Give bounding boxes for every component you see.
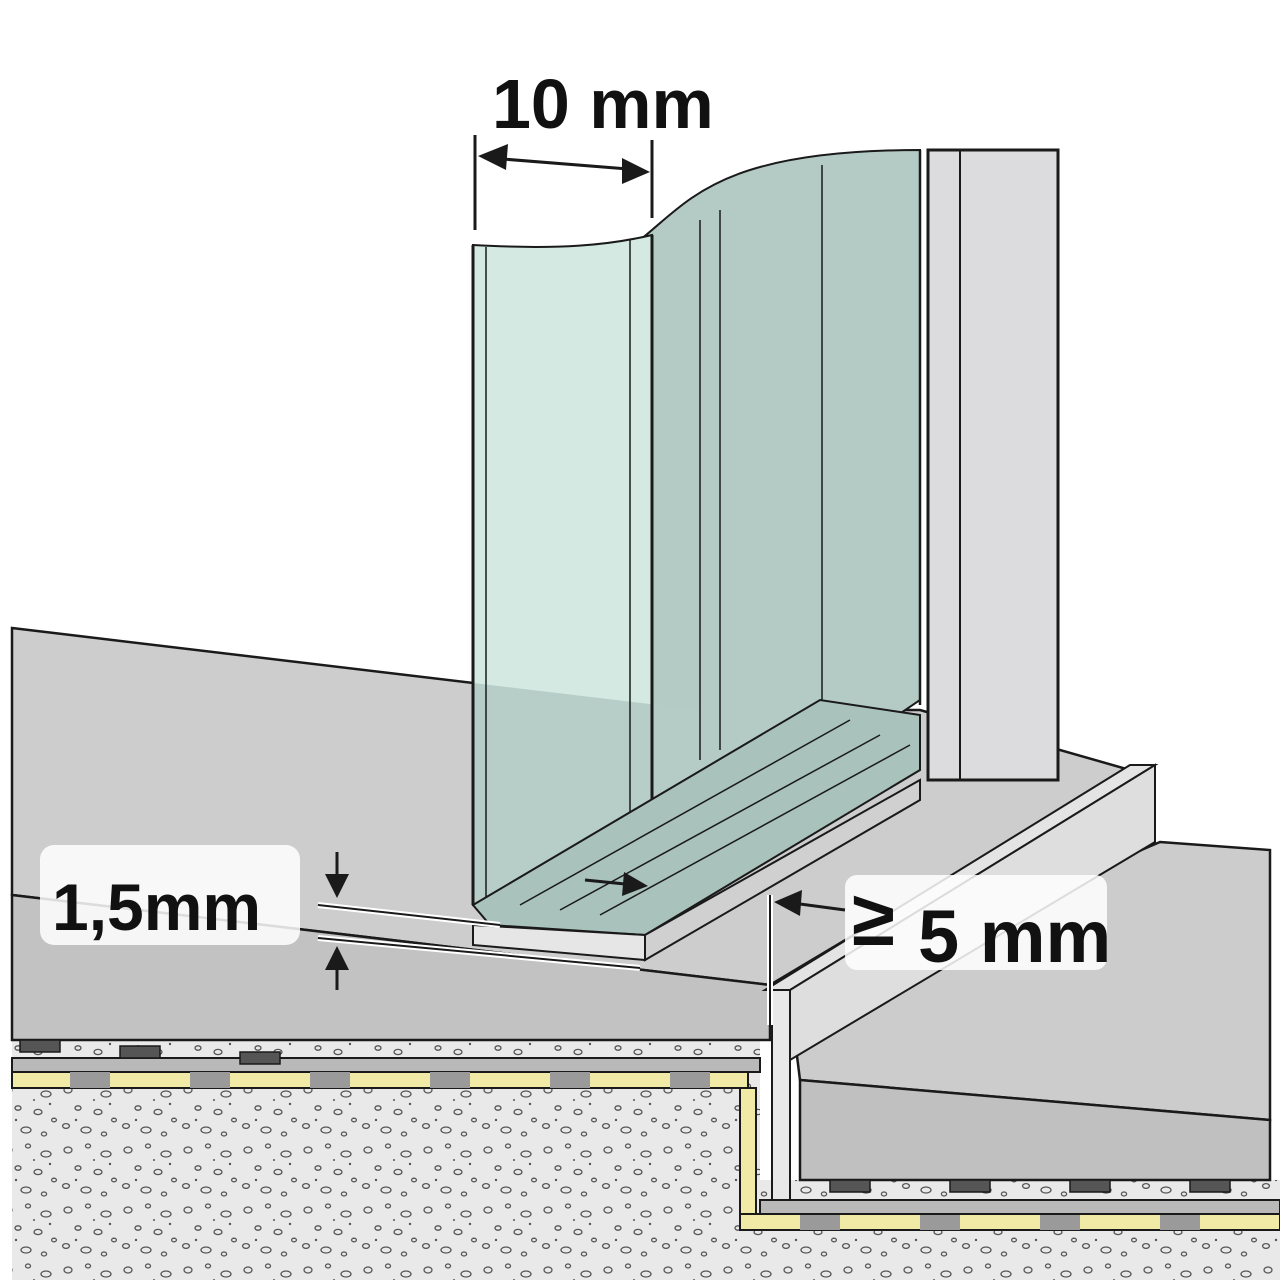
dim-arrow-left (478, 144, 508, 170)
substrate (11, 1030, 1280, 1280)
dim-seal-height-label: 1,5mm (52, 870, 261, 944)
seal-line-1 (519, 719, 851, 906)
glass-edge-lines (471, 150, 922, 905)
membrane-grey-right (759, 1199, 1280, 1215)
dim-line (489, 156, 641, 172)
membrane-yellow-vertical (739, 1087, 757, 1231)
wall (926, 148, 1060, 782)
dimension-glass-thickness: 10 mm (473, 65, 714, 230)
seal-dim-arrow-top (325, 874, 349, 898)
membrane-yellow-left (11, 1071, 749, 1089)
seal-dim-ref-top-line (317, 904, 501, 926)
tile-right (788, 840, 1272, 1193)
membrane-grey-left (11, 1057, 761, 1073)
dim-glass-thickness-label: 10 mm (492, 65, 714, 143)
membrane-dash-pattern-right (800, 1214, 1200, 1230)
base-seal (471, 698, 921, 962)
seal-dim-ref-bottom-line (317, 937, 641, 969)
tile-right-front (798, 1078, 1272, 1182)
seal-dim-arrow-bottom (325, 946, 349, 970)
seal-line-3 (599, 744, 911, 916)
joint-dim-arrow-shaft (799, 902, 846, 912)
wall-front (926, 148, 1060, 782)
glass-offset-arrow-shaft (584, 878, 626, 886)
seal-bottom-side (644, 778, 921, 962)
joint-dim-arrow (774, 890, 802, 916)
tile-right-notches (829, 1179, 1231, 1193)
seal-line-2 (559, 734, 881, 911)
dim-arrow-right (622, 158, 650, 184)
joint-profile-vertical (771, 989, 791, 1201)
membrane-dash-pattern (70, 1072, 710, 1088)
dimension-seal-height: 1,5mm (40, 845, 648, 990)
seal-height-label-bg (40, 845, 300, 945)
dim-joint-gap-symbol: ≥ (852, 874, 895, 962)
dim-joint-gap-label: 5 mm (918, 895, 1111, 978)
joint-gap-label-bg (845, 875, 1107, 970)
dimension-joint-gap: ≥ 5 mm (767, 874, 1111, 1025)
screed-left (12, 1030, 760, 1280)
tile-adhesive-notches (19, 1039, 281, 1065)
glass-offset-arrow (622, 872, 648, 896)
